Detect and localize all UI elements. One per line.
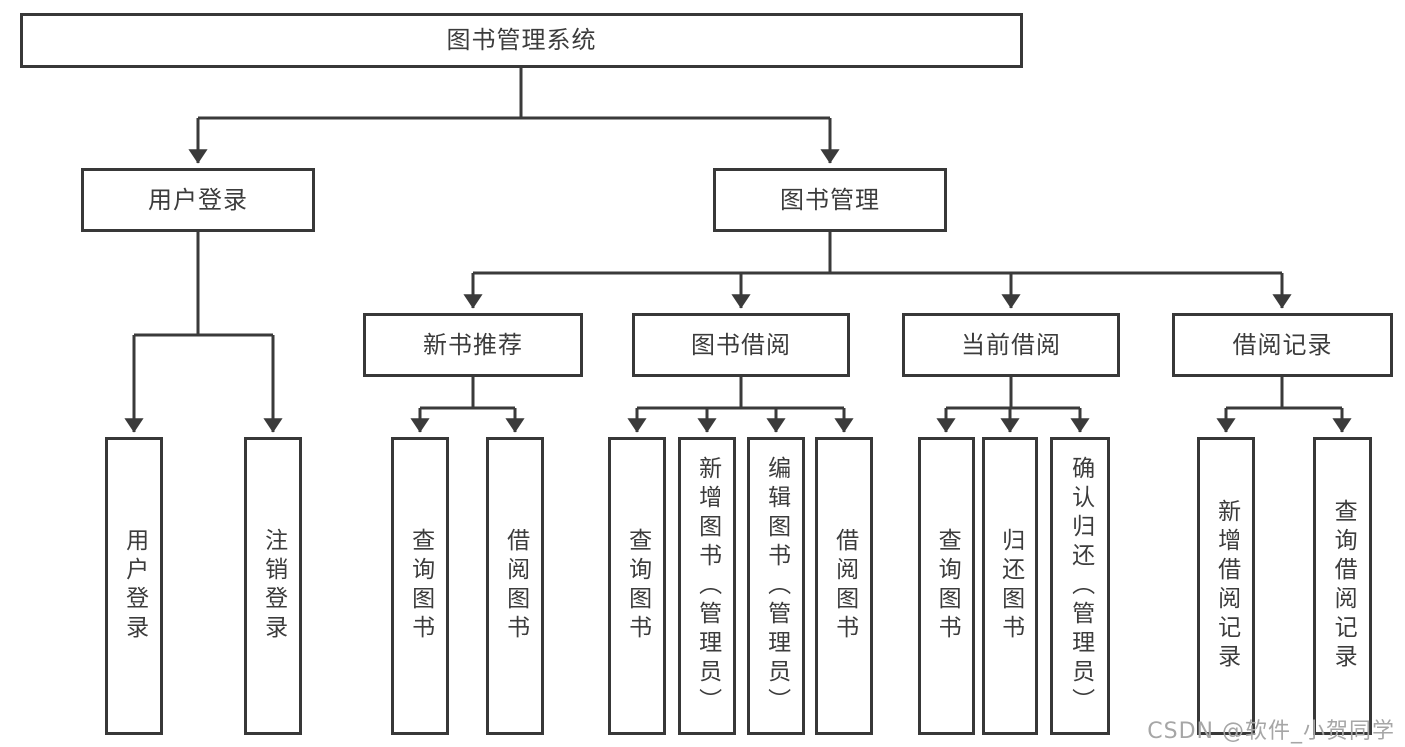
leaf-cb-query-books: 查询图书 bbox=[918, 437, 975, 735]
leaf-bb-query-books: 查询图书 bbox=[608, 437, 666, 735]
node-current-borrow: 当前借阅 bbox=[902, 313, 1120, 377]
leaf-cb-confirm-return-admin: 确认归还（管理员） bbox=[1050, 437, 1110, 735]
leaf-br-add-record: 新增借阅记录 bbox=[1197, 437, 1255, 735]
node-user-login: 用户登录 bbox=[81, 168, 315, 232]
leaf-bb-edit-books-admin: 编辑图书（管理员） bbox=[747, 437, 805, 735]
node-new-book-recommend: 新书推荐 bbox=[363, 313, 583, 377]
node-book-management: 图书管理 bbox=[713, 168, 947, 232]
leaf-nb-query-books: 查询图书 bbox=[391, 437, 449, 735]
leaf-cb-return-books: 归还图书 bbox=[982, 437, 1038, 735]
node-book-borrow: 图书借阅 bbox=[632, 313, 850, 377]
leaf-nb-borrow-books: 借阅图书 bbox=[486, 437, 544, 735]
leaf-bb-borrow-books: 借阅图书 bbox=[815, 437, 873, 735]
node-root: 图书管理系统 bbox=[20, 13, 1023, 68]
watermark: CSDN @软件_小贺同学 bbox=[1147, 719, 1395, 744]
leaf-user-login: 用户登录 bbox=[105, 437, 163, 735]
leaf-logout: 注销登录 bbox=[244, 437, 302, 735]
leaf-bb-add-books-admin: 新增图书（管理员） bbox=[678, 437, 736, 735]
leaf-br-query-record: 查询借阅记录 bbox=[1313, 437, 1372, 735]
node-borrow-record: 借阅记录 bbox=[1172, 313, 1393, 377]
